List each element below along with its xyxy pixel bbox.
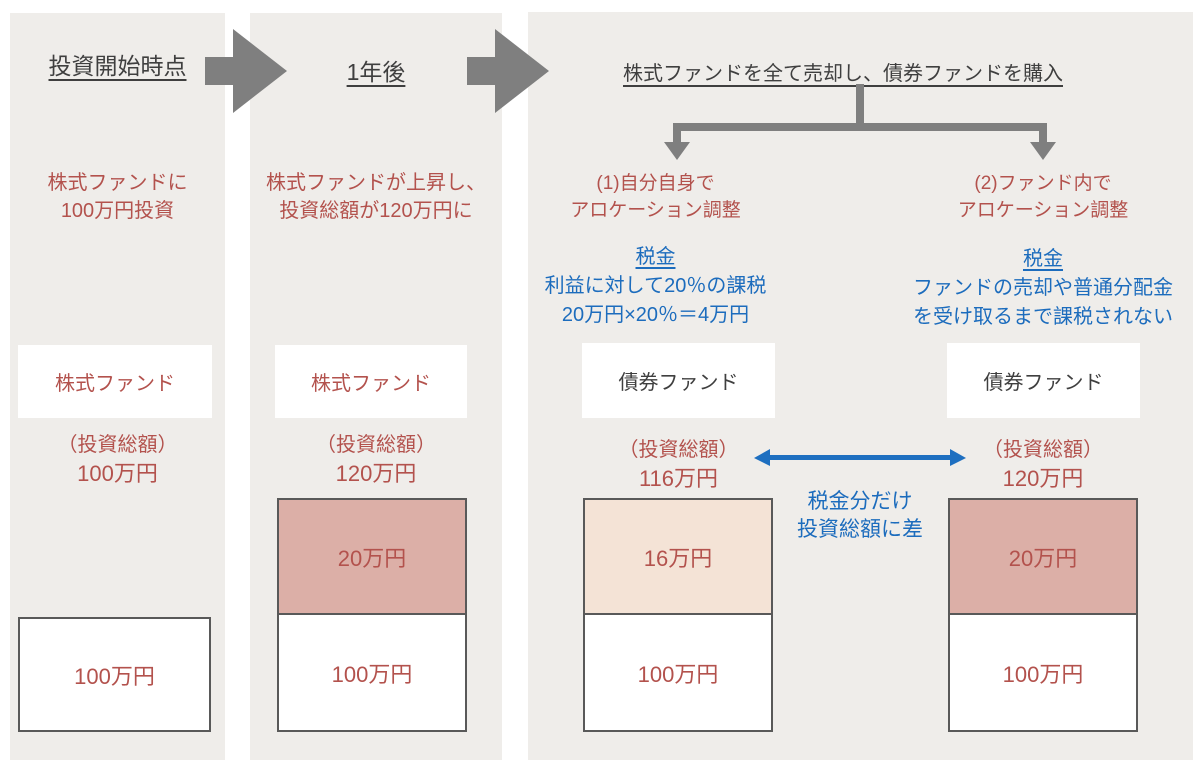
bond-fund-label-box: 債券ファンド <box>582 343 775 418</box>
tax-line: 20万円×20％＝4万円 <box>561 304 750 326</box>
gain-amount: 16万円 <box>643 545 713 571</box>
panel-rebalance-title: 株式ファンドを全て売却し、債券ファンドを購入 <box>623 63 1063 85</box>
option1-total: （投資総額） 116万円 <box>582 437 775 493</box>
option1-tax-note: 税金 利益に対して20％の課税 20万円×20％＝4万円 <box>538 243 773 330</box>
total-value: 120万円 <box>335 461 417 486</box>
total-value: 116万円 <box>638 466 719 491</box>
option-heading-line: (1)自分自身で <box>596 173 715 194</box>
option2-tax-note: 税金 ファンドの売却や普通分配金 を受け取るまで課税されない <box>880 245 1200 332</box>
total-value: 120万円 <box>1002 466 1084 491</box>
option2-total: （投資総額） 120万円 <box>948 437 1138 493</box>
stock-fund-label-box: 株式ファンド <box>275 345 467 418</box>
note-line: 投資総額に差 <box>797 518 923 541</box>
principal-amount: 100万円 <box>1002 661 1084 687</box>
principal-amount: 100万円 <box>331 661 413 687</box>
tax-title: 税金 <box>1023 248 1063 270</box>
tax-line: ファンドの売却や普通分配金 <box>913 277 1173 299</box>
total-caption: （投資総額） <box>983 439 1103 461</box>
tax-title: 税金 <box>635 246 676 268</box>
fund-label: 株式ファンド <box>55 373 175 395</box>
description-line: 株式ファンドに <box>47 172 188 194</box>
option2-heading: (2)ファンド内で アロケーション調整 <box>948 170 1138 224</box>
option1-heading: (1)自分自身で アロケーション調整 <box>548 170 763 224</box>
panel-one-year-later: 1年後 株式ファンドが上昇し、 投資総額が120万円に 株式ファンド （投資総額… <box>250 13 502 760</box>
fund-label: 債券ファンド <box>983 372 1104 394</box>
principal-amount: 100万円 <box>74 663 155 689</box>
total-caption: （投資総額） <box>57 434 178 456</box>
panel-start-title: 投資開始時点 <box>48 53 187 79</box>
stock-fund-label-box: 株式ファンド <box>18 345 212 418</box>
total-caption: （投資総額） <box>316 434 436 456</box>
principal-box: 100万円 <box>18 617 211 732</box>
fund-value-stack: 20万円 100万円 <box>948 498 1138 732</box>
panel-start: 投資開始時点 株式ファンドに 100万円投資 株式ファンド （投資総額） 100… <box>10 13 225 760</box>
panel-start-total: （投資総額） 100万円 <box>10 432 225 488</box>
gain-segment: 20万円 <box>279 500 465 615</box>
principal-segment: 100万円 <box>950 615 1136 730</box>
option-heading-line: アロケーション調整 <box>570 200 741 221</box>
tax-line: を受け取るまで課税されない <box>913 306 1173 328</box>
fund-label: 株式ファンド <box>311 373 431 395</box>
note-line: 税金分だけ <box>807 490 913 513</box>
tax-difference-note: 税金分だけ 投資総額に差 <box>760 488 960 544</box>
total-caption: （投資総額） <box>618 439 739 461</box>
description-line: 100万円投資 <box>60 200 175 222</box>
panel-start-description: 株式ファンドに 100万円投資 <box>10 169 225 225</box>
description-line: 株式ファンドが上昇し、 <box>266 172 486 194</box>
gain-segment: 20万円 <box>950 500 1136 615</box>
panel-year1-title: 1年後 <box>346 59 406 85</box>
bond-fund-label-box: 債券ファンド <box>947 343 1140 418</box>
principal-segment: 100万円 <box>585 615 771 730</box>
panel-year1-total: （投資総額） 120万円 <box>250 432 502 488</box>
gain-segment: 16万円 <box>585 500 771 615</box>
principal-segment: 100万円 <box>279 615 465 730</box>
description-line: 投資総額が120万円に <box>279 200 473 222</box>
gain-amount: 20万円 <box>337 545 407 571</box>
total-value: 100万円 <box>77 461 158 486</box>
option-heading-line: アロケーション調整 <box>957 200 1129 221</box>
gain-amount: 20万円 <box>1008 545 1078 571</box>
panel-rebalance: 株式ファンドを全て売却し、債券ファンドを購入 (1)自分自身で アロケーション調… <box>528 12 1193 760</box>
panel-year1-description: 株式ファンドが上昇し、 投資総額が120万円に <box>250 169 502 225</box>
fund-label: 債券ファンド <box>618 372 739 394</box>
fund-value-stack: 20万円 100万円 <box>277 498 467 732</box>
tax-line: 利益に対して20％の課税 <box>544 275 767 297</box>
option-heading-line: (2)ファンド内で <box>974 173 1112 194</box>
principal-amount: 100万円 <box>637 661 719 687</box>
fund-value-stack: 16万円 100万円 <box>583 498 773 732</box>
